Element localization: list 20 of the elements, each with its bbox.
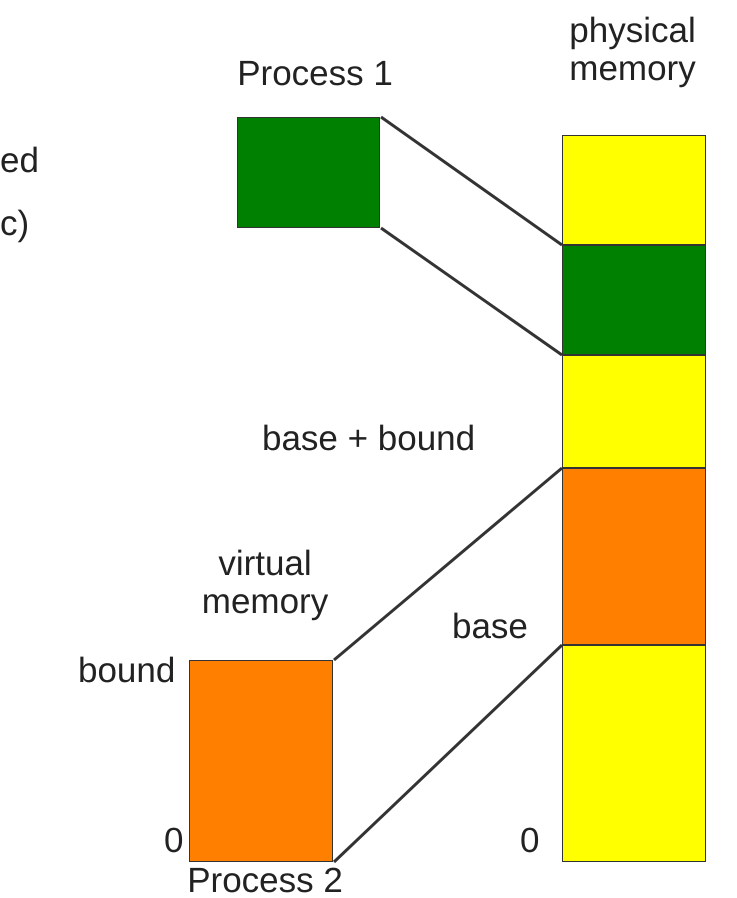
heading: Process 2 [186, 862, 344, 898]
memory-segment [562, 245, 706, 355]
memory-segment [562, 645, 706, 862]
label-text: c) [0, 205, 30, 243]
label-text: ed [0, 142, 39, 180]
connector-line [332, 644, 564, 864]
memory-segment [562, 135, 706, 245]
connector-line [380, 226, 563, 356]
heading: virtual memory [200, 545, 330, 621]
memory-segment [562, 468, 706, 645]
side-text: bound [78, 652, 176, 690]
memory-segment [562, 355, 706, 468]
side-text: 0 [520, 822, 540, 860]
connector-line [380, 116, 563, 246]
heading: Process 1 [236, 55, 394, 93]
side-text: 0 [164, 822, 184, 860]
connector-line [333, 466, 563, 662]
heading: physical memory [568, 12, 697, 88]
label-text: base [452, 608, 528, 646]
label-text: base + bound [262, 420, 476, 458]
